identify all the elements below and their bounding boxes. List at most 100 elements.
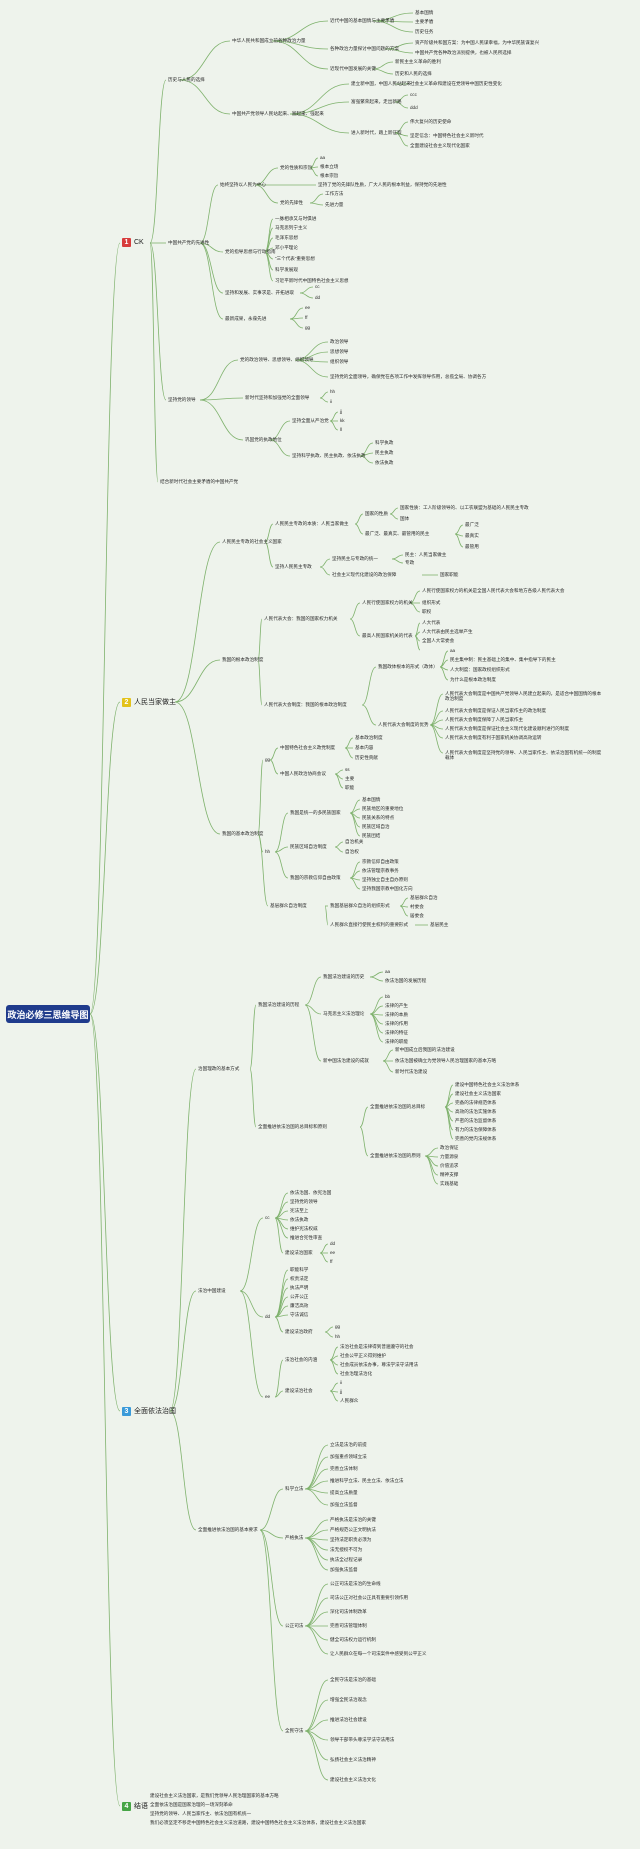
s1-leaf[interactable]: cc xyxy=(315,284,320,289)
s3-leaf[interactable]: 完善立法体制 xyxy=(330,1466,358,1471)
s3-leaf[interactable]: 价值追求 xyxy=(440,1163,459,1168)
s2-leaf[interactable]: aa xyxy=(450,648,456,653)
s1-node[interactable]: 近现代中国发展的关键 xyxy=(330,66,376,71)
s2-node[interactable]: 人民代表大会制度：我国的根本政治制度 xyxy=(264,702,347,707)
s1-leaf[interactable]: aa xyxy=(320,155,326,160)
s3-leaf[interactable]: 执法严明 xyxy=(290,1285,309,1290)
s1-node[interactable]: 坚持党的领导 xyxy=(168,397,196,402)
s2-node[interactable]: 我国的基本政治制度 xyxy=(222,831,264,836)
s1-node[interactable]: 党的政治领导、思想领导、组织领导 xyxy=(240,357,314,362)
s3-leaf[interactable]: 职能科学 xyxy=(290,1267,309,1272)
s2-node[interactable]: 人民民主专政的社会主义国家 xyxy=(222,539,282,544)
s1-leaf[interactable]: 科学执政 xyxy=(375,440,394,445)
s3-leaf[interactable]: 实践基础 xyxy=(440,1181,459,1186)
s1-node[interactable]: 近代中国的基本国情与主要矛盾 xyxy=(330,18,395,23)
s2-leaf[interactable]: 最管用 xyxy=(465,544,479,549)
s3-leaf[interactable]: 守法诚信 xyxy=(290,1312,309,1317)
s2-leaf[interactable]: 基本政治制度 xyxy=(355,735,383,740)
s3-leaf[interactable]: 法律的职能 xyxy=(385,1039,408,1044)
s2-node[interactable]: 坚持民主与专政的统一 xyxy=(332,556,378,561)
s3-leaf[interactable]: 法律的作用 xyxy=(385,1021,408,1026)
s3-node[interactable]: ee xyxy=(265,1394,271,1399)
s3-leaf[interactable]: 司法公正对社会公正具有重要引领作用 xyxy=(330,1595,409,1600)
s2-leaf[interactable]: 人民行使国家权力的机关是全国人民代表大会和地方各级人民代表大会 xyxy=(422,588,565,593)
s2-leaf[interactable]: 为什么是根本政治制度 xyxy=(450,677,496,682)
s3-leaf[interactable]: 严格执法是法治的关键 xyxy=(330,1517,376,1522)
s2-leaf[interactable]: 人民代表大会制度有利于国家机关协调高效运转 xyxy=(445,735,542,740)
s3-leaf[interactable]: 社会公平正义得到维护 xyxy=(340,1353,386,1358)
s2-leaf[interactable]: 自治机关 xyxy=(345,839,364,844)
s1-node[interactable]: 巩固党的执政地位 xyxy=(245,437,282,442)
s2-leaf[interactable]: 国家性质：工人阶级领导的、以工农联盟为基础的人民民主专政 xyxy=(400,505,529,510)
s3-leaf[interactable]: 坚持党的领导 xyxy=(290,1199,318,1204)
s1-node[interactable]: 最新成果，永葆先进 xyxy=(225,316,267,321)
s2-leaf[interactable]: 人大代表由民主选举产生 xyxy=(422,629,473,634)
s3-node[interactable]: cc xyxy=(265,1215,270,1220)
s2-leaf[interactable]: 坚持我国宗教中国化方向 xyxy=(362,886,413,891)
s2-leaf[interactable]: 组织形式 xyxy=(422,600,441,605)
s2-leaf[interactable]: 民族地区的重要地位 xyxy=(362,806,404,811)
s1-node[interactable]: 坚持全面从严治党 xyxy=(292,418,329,423)
s2-node[interactable]: 人民代表大会制度的优势 xyxy=(378,722,429,727)
s2-node[interactable]: 人民代表大会：我国的国家权力机关 xyxy=(264,616,338,621)
s2-node[interactable]: 民族区域自治制度 xyxy=(290,844,327,849)
s2-node[interactable]: 我国的根本政治制度 xyxy=(222,657,264,662)
s3-leaf[interactable]: 法律的产生 xyxy=(385,1003,408,1008)
s2-node[interactable]: gg xyxy=(265,757,271,762)
s1-leaf[interactable]: 伟大复兴的历史使命 xyxy=(410,119,452,124)
s1-leaf[interactable]: 民主执政 xyxy=(375,450,394,455)
s1-leaf[interactable]: 一脉相承又与时俱进 xyxy=(275,216,317,221)
s2-leaf[interactable]: 人民代表大会制度保障了人民当家作主 xyxy=(445,717,524,722)
s3-leaf[interactable]: 领导干部带头尊法学法守法用法 xyxy=(330,1737,395,1742)
s3-node[interactable]: 法治社会的内涵 xyxy=(285,1357,318,1362)
s3-leaf[interactable]: ii xyxy=(340,1380,343,1385)
s1-leaf[interactable]: 主要矛盾 xyxy=(415,19,434,24)
s3-leaf[interactable]: 精神支撑 xyxy=(440,1172,459,1177)
s2-node[interactable]: 人民行使国家权力的机关 xyxy=(362,600,413,605)
s1-leaf[interactable]: ccc xyxy=(410,92,417,97)
s3-node[interactable]: 全面推进依法治国的基本要求 xyxy=(198,1527,258,1532)
s1-leaf[interactable]: 马克思列宁主义 xyxy=(275,225,308,230)
s2-leaf[interactable]: 最广泛 xyxy=(465,522,479,527)
s1-leaf[interactable]: 根本立场 xyxy=(320,164,339,169)
s3-leaf[interactable]: 严密的法治监督体系 xyxy=(455,1118,497,1123)
s1-node[interactable]: 新时代坚持和加强党的全面领导 xyxy=(245,395,310,400)
s3-leaf[interactable]: 坚持法定职责必须为 xyxy=(330,1537,372,1542)
s3-leaf[interactable]: 高效的法治实施体系 xyxy=(455,1109,497,1114)
s2-leaf[interactable]: 基本内容 xyxy=(355,745,374,750)
s2-node[interactable]: 我国是统一的多民族国家 xyxy=(290,810,341,815)
s3-leaf[interactable]: 政治保证 xyxy=(440,1145,459,1150)
s1-leaf[interactable]: 全面建设社会主义现代化国家 xyxy=(410,143,470,148)
s3-leaf[interactable]: 执法全过程记录 xyxy=(330,1557,363,1562)
s2-leaf[interactable]: 主要 xyxy=(345,776,355,781)
s1-leaf[interactable]: ee xyxy=(305,305,311,310)
s2-node[interactable]: 最高人民国家机关的代表 xyxy=(362,633,413,638)
s1-leaf[interactable]: 科学发展观 xyxy=(275,267,298,272)
s2-leaf[interactable]: 人大代表 xyxy=(422,620,441,625)
s3-leaf[interactable]: hh xyxy=(335,1334,341,1339)
s2-leaf[interactable]: 人民代表大会制度是保证人民当家作主的政治制度 xyxy=(445,708,547,713)
s3-leaf[interactable]: 推进合宪性审查 xyxy=(290,1235,323,1240)
s2-node[interactable]: 社会主义现代化建设的政治保障 xyxy=(332,572,397,577)
s3-leaf[interactable]: 建设社会主义法治文化 xyxy=(330,1777,376,1782)
s2-leaf[interactable]: 基层群众自治 xyxy=(410,895,438,900)
s4-line[interactable]: 全面依法治国是国家治理的一场深刻革命 xyxy=(150,1802,233,1807)
s1-leaf[interactable]: 坚持了党的先锋队性质，广大人民的根本利益，保持党的先进性 xyxy=(318,182,447,187)
s1-leaf[interactable]: 坚持党的全面领导，确保党在各项工作中发挥领导作用，总揽全局、协调各方 xyxy=(330,374,487,379)
s3-node[interactable]: 我国法治建设的历程 xyxy=(258,1002,300,1007)
s2-leaf[interactable]: 基层民主 xyxy=(430,922,449,927)
s2-node[interactable]: 国家的性质 xyxy=(365,511,388,516)
s4-line[interactable]: 我们必须坚定不移走中国特色社会主义法治道路，建设中国特色社会主义法治体系，建设社… xyxy=(150,1820,366,1825)
s2-leaf[interactable]: 村委会 xyxy=(410,904,424,909)
s3-leaf[interactable]: 全民守法是法治的基础 xyxy=(330,1677,376,1682)
s2-leaf[interactable]: 民族区域自治 xyxy=(362,824,390,829)
s2-leaf[interactable]: 宗教信仰自由政策 xyxy=(362,859,399,864)
s2-leaf[interactable]: 民族团结 xyxy=(362,833,381,838)
s2-leaf[interactable]: 民主：人民当家做主 xyxy=(405,552,447,557)
s2-node[interactable]: 我国基层群众自治的组织形式 xyxy=(330,903,390,908)
s2-leaf[interactable]: 全国人大常委会 xyxy=(422,638,455,643)
s3-leaf[interactable]: jj xyxy=(340,1389,343,1394)
